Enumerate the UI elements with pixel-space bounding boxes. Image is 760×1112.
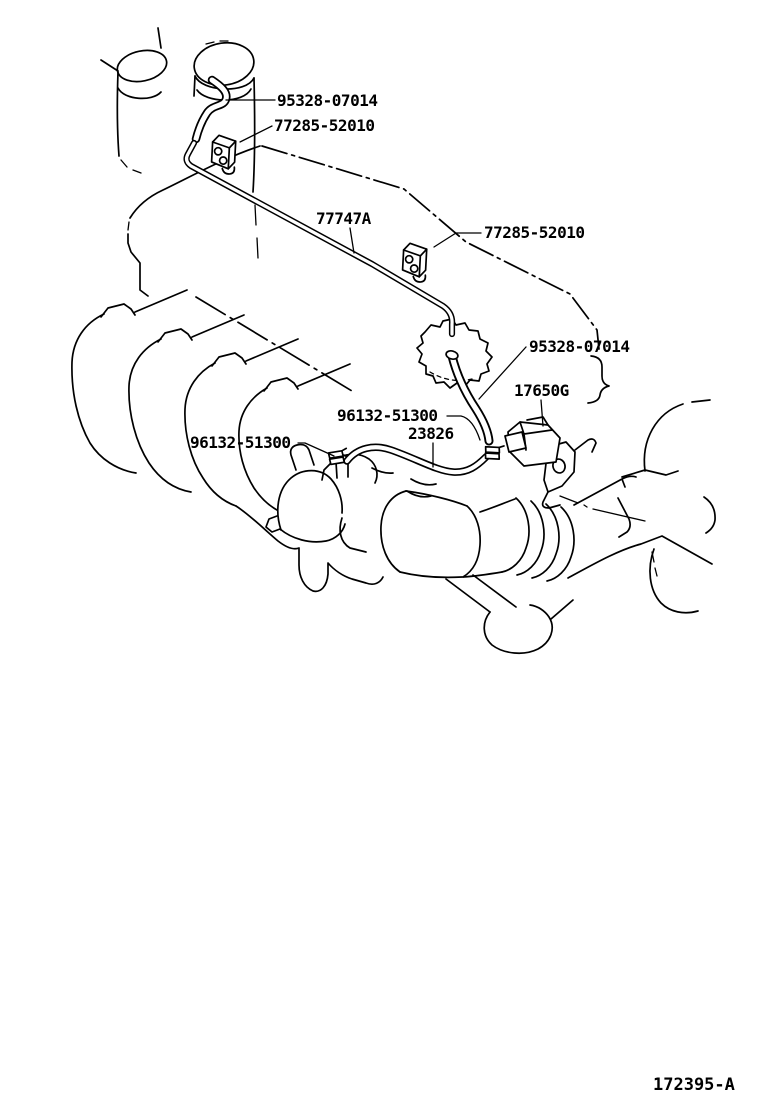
vacuum-hoses [343,349,494,476]
pipe-clamp-lower [401,242,428,284]
canister-cylinders [100,27,259,259]
part-label-95328-07014-lower: 95328-07014 [529,337,629,356]
vsv-valve [504,416,646,522]
air-intake-tube [380,469,716,582]
hose-95328-upper [193,77,229,142]
hose-clamp-left [326,445,348,468]
part-label-96132-51300-left: 96132-51300 [190,433,290,452]
part-label-96132-51300-right: 96132-51300 [337,406,437,425]
part-label-77285-52010-lower: 77285-52010 [484,223,584,242]
part-label-17650G: 17650G [514,381,569,400]
part-label-95328-07014-upper: 95328-07014 [277,91,377,110]
sensor-boot [265,443,349,543]
part-label-77747A: 77747A [316,209,372,228]
part-label-23826: 23826 [408,424,454,443]
intake-elbow [445,574,574,655]
part-labels: 95328-07014 77285-52010 77747A 77285-520… [190,91,630,452]
pipe-clamp-upper [210,134,237,176]
air-cleaner-housing [643,399,711,614]
drawing-number: 172395-A [653,1075,735,1095]
bracket-brace [587,355,610,404]
vacuum-pipe-77747A [183,75,456,338]
throttle-body [321,453,437,553]
engine-bottom-contour [235,505,384,593]
engine-outline [127,145,610,404]
leader-lines [225,99,544,468]
intake-manifold-lobes [71,289,384,593]
part-label-77285-52010-upper: 77285-52010 [274,116,374,135]
